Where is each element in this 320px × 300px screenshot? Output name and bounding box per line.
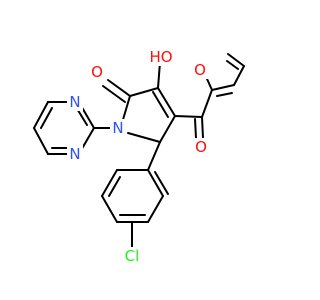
pyrimidine-nitrogen-1-label: N [69,93,80,111]
pyrimidine-nitrogen-2-label: N [69,145,80,163]
hydroxyl-group: HO [149,48,173,66]
bonds [33,53,245,249]
ring-nitrogen: N [110,119,126,137]
lactam-oxygen: O [90,63,106,81]
ketone-oxygen: O [193,138,209,156]
furan-oxygen-label: O [194,61,206,79]
pyrimidine-nitrogen-1: N [67,93,83,111]
molecule-structure: HO O O O N N N Cl [33,48,245,265]
atom-labels: HO O O O N N N Cl [67,48,209,265]
chlorine-atom: Cl [121,247,143,265]
molecule-diagram: HO O O O N N N Cl [33,48,245,265]
chlorine-label: Cl [125,247,140,265]
ketone-oxygen-label: O [195,138,207,156]
furan-oxygen: O [192,61,208,79]
lactam-oxygen-label: O [91,63,103,81]
ring-nitrogen-label: N [112,119,123,137]
hydroxyl-label: HO [149,48,172,66]
pyrimidine-nitrogen-2: N [67,145,83,163]
